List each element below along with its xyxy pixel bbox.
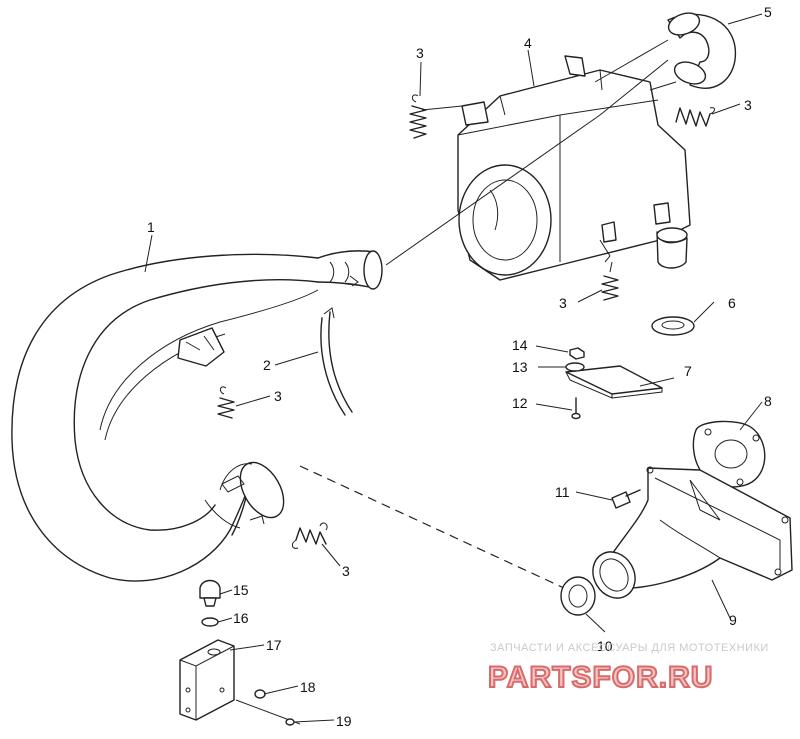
elbow-tube <box>594 12 736 91</box>
spring-right <box>675 107 715 127</box>
pipe-strap <box>320 307 353 416</box>
callout-15: 15 <box>233 582 249 598</box>
spring-left <box>217 386 235 419</box>
callout-12: 12 <box>512 395 528 411</box>
support-bracket <box>179 639 235 721</box>
watermark-brand: PARTSFOR.RU <box>488 661 713 694</box>
leader-lines <box>144 13 763 723</box>
seal-ring <box>560 576 596 616</box>
callout-18: 18 <box>300 679 316 695</box>
exhaust-pipe <box>11 250 383 582</box>
callout-17: 17 <box>266 637 282 653</box>
spring-top <box>409 94 463 139</box>
exhaust-manifold <box>592 466 793 599</box>
reference-lines <box>299 59 669 601</box>
watermark: ЗАПЧАСТИ И АКСЕССУАРЫ ДЛЯ МОТОТЕХНИКИ PA… <box>487 642 769 695</box>
rubber-bumper <box>199 579 221 607</box>
bolt-11 <box>611 489 641 509</box>
screw-12 <box>571 397 581 420</box>
callout-3: 3 <box>744 97 752 113</box>
callout-10: 10 <box>597 638 613 654</box>
callout-8: 8 <box>764 393 772 409</box>
nut-18 <box>254 689 266 699</box>
callout-4: 4 <box>524 35 532 51</box>
callout-3: 3 <box>274 388 282 404</box>
gasket-ring <box>651 316 695 336</box>
callout-9: 9 <box>729 612 737 628</box>
callout-14: 14 <box>512 337 528 353</box>
callout-2: 2 <box>263 357 271 373</box>
watermark-brand-fill: PARTSFOR.RU <box>488 661 713 694</box>
callout-16: 16 <box>233 610 249 626</box>
callout-5: 5 <box>764 4 772 20</box>
callout-3: 3 <box>559 295 567 311</box>
spring-bottom <box>291 522 328 549</box>
washer-16 <box>201 617 219 627</box>
flange-gasket <box>692 420 766 488</box>
callout-11: 11 <box>555 484 570 500</box>
callout-3: 3 <box>342 563 350 579</box>
muffler <box>457 55 691 281</box>
screw-19 <box>235 699 301 726</box>
callout-6: 6 <box>728 295 736 311</box>
callout-labels: 1 2 3 3 3 3 3 4 5 6 7 8 9 10 11 12 13 14… <box>147 4 772 729</box>
callout-1: 1 <box>147 219 155 235</box>
callout-13: 13 <box>512 359 528 375</box>
washer-13 <box>565 362 585 372</box>
spring-center <box>601 261 619 301</box>
nut <box>569 347 585 360</box>
callout-19: 19 <box>336 713 352 729</box>
callout-7: 7 <box>684 363 692 379</box>
mount-plate <box>565 365 663 399</box>
watermark-tagline: ЗАПЧАСТИ И АКСЕССУАРЫ ДЛЯ МОТОТЕХНИКИ <box>490 642 769 654</box>
callout-3: 3 <box>416 45 424 61</box>
